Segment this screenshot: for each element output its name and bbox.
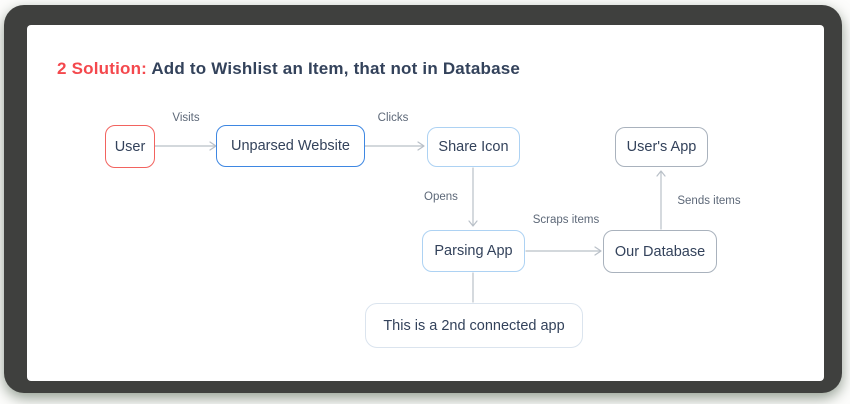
node-user-label: User bbox=[114, 138, 146, 155]
node-note: This is a 2nd connected app bbox=[365, 303, 583, 348]
node-unparsed-website: Unparsed Website bbox=[216, 125, 365, 167]
node-our-database: Our Database bbox=[603, 230, 717, 273]
title-accent-label: 2 Solution: bbox=[57, 59, 148, 78]
edge-label-scraps: Scraps items bbox=[532, 214, 600, 226]
node-user: User bbox=[105, 125, 155, 168]
edge-label-opens: Opens bbox=[424, 191, 458, 203]
title-text: Add to Wishlist an Item, that not in Dat… bbox=[147, 59, 521, 78]
node-unparsed-website-label: Unparsed Website bbox=[230, 138, 351, 154]
edge-opens-arrowhead bbox=[468, 220, 478, 227]
edge-label-clicks: Clicks bbox=[377, 112, 409, 124]
node-note-label: This is a 2nd connected app bbox=[383, 317, 565, 334]
node-parsing-app: Parsing App bbox=[422, 230, 525, 272]
page-title: 2 Solution: Add to Wishlist an Item, tha… bbox=[57, 59, 520, 79]
node-share-icon: Share Icon bbox=[427, 127, 520, 167]
edge-label-visits: Visits bbox=[172, 112, 200, 124]
edge-sends-arrowhead bbox=[656, 170, 666, 177]
diagram-card: 2 Solution: Add to Wishlist an Item, tha… bbox=[27, 25, 824, 381]
node-our-database-label: Our Database bbox=[614, 243, 706, 260]
edge-clicks-arrowhead bbox=[417, 141, 425, 151]
edge-label-sends: Sends items bbox=[677, 195, 741, 207]
node-users-app-label: User's App bbox=[626, 139, 697, 155]
node-share-icon-label: Share Icon bbox=[438, 139, 509, 155]
node-users-app: User's App bbox=[615, 127, 708, 167]
edge-scraps-arrowhead bbox=[594, 246, 602, 256]
node-parsing-app-label: Parsing App bbox=[434, 243, 513, 259]
